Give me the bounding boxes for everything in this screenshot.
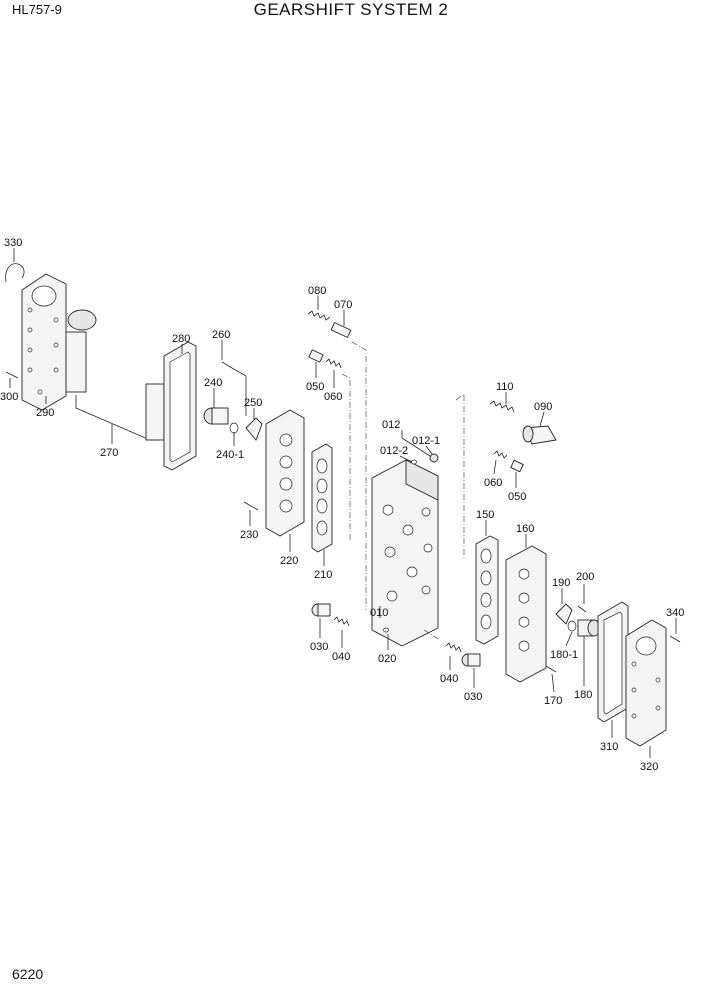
part-070-piston [330, 321, 352, 339]
callout-labels: 330 300 290 270 280 260 240 250 240-1 23… [0, 237, 684, 773]
part-200-screw [577, 605, 587, 613]
callout-200: 200 [576, 571, 594, 583]
part-180-plug [567, 619, 601, 637]
callout-070: 070 [334, 299, 352, 311]
page-title: GEARSHIFT SYSTEM 2 [253, 0, 449, 19]
callout-110: 110 [496, 381, 514, 393]
part-030-plunger-lower-left [311, 603, 331, 617]
callout-020: 020 [378, 653, 396, 665]
callout-090: 090 [534, 401, 552, 413]
part-320-end-cover [625, 619, 667, 747]
callout-310: 310 [600, 741, 618, 753]
part-060-spring-upper [325, 358, 342, 369]
part-240-plug [203, 407, 239, 434]
callout-050-right: 050 [508, 491, 526, 503]
callout-012: 012 [382, 419, 400, 431]
part-080-spring [307, 310, 331, 321]
callout-040-right: 040 [440, 673, 458, 685]
part-210-gasket [311, 443, 333, 553]
part-010-main-valve-body [371, 459, 439, 647]
callout-250: 250 [244, 397, 262, 409]
part-040-spring-lower-right [445, 642, 462, 653]
part-290-end-cover [21, 273, 67, 411]
part-060-spring-right [493, 450, 508, 459]
callout-240: 240 [204, 377, 222, 389]
part-330-clip [5, 263, 25, 283]
callout-012-2: 012-2 [380, 445, 408, 457]
callout-220: 220 [280, 555, 298, 567]
leader-lines [9, 248, 677, 758]
callout-050-upper: 050 [306, 381, 324, 393]
part-090-plug [522, 425, 557, 445]
callout-012-1: 012-1 [412, 435, 440, 447]
callout-030-left: 030 [310, 641, 328, 653]
callout-160: 160 [516, 523, 534, 535]
part-150-gasket [475, 535, 499, 645]
part-012-fitting [401, 437, 439, 465]
part-160-valve-body [505, 545, 547, 683]
part-170-screw [545, 665, 557, 673]
callout-180: 180 [574, 689, 592, 701]
callout-260: 260 [212, 329, 230, 341]
part-260-screw [221, 361, 247, 416]
part-050-plug-upper [308, 349, 324, 363]
callout-190: 190 [552, 577, 570, 589]
model-code: HL757-9 [12, 2, 62, 17]
callout-240-1: 240-1 [216, 449, 244, 461]
callout-010: 010 [370, 607, 388, 619]
callout-150: 150 [476, 509, 494, 521]
callout-170: 170 [544, 695, 562, 707]
part-300-screw [5, 371, 19, 379]
callout-290: 290 [36, 407, 54, 419]
callout-040-left: 040 [332, 651, 350, 663]
callout-230: 230 [240, 529, 258, 541]
part-270-wiring-harness [65, 309, 165, 441]
callout-060-right: 060 [484, 477, 502, 489]
part-040-spring-lower-left [333, 616, 350, 627]
part-020-ball [383, 627, 389, 633]
part-250-bracket [245, 417, 263, 441]
callout-280: 280 [172, 333, 190, 345]
callout-030-right: 030 [464, 691, 482, 703]
callout-180-1: 180-1 [550, 649, 578, 661]
callout-340: 340 [666, 607, 684, 619]
part-220-valve-body [265, 409, 305, 537]
part-340-screw [669, 635, 681, 643]
page-number: 6220 [12, 966, 44, 982]
part-050-plug-right [510, 459, 524, 473]
callout-270: 270 [100, 447, 118, 459]
callout-330: 330 [4, 237, 22, 249]
part-230-screw [243, 501, 259, 511]
part-310-gasket [597, 601, 629, 723]
callout-300: 300 [0, 391, 18, 403]
callout-210: 210 [314, 569, 332, 581]
part-110-spring [489, 400, 515, 413]
part-190-bracket [555, 603, 573, 625]
callout-080: 080 [308, 285, 326, 297]
part-030-plunger-lower-right [461, 653, 481, 667]
callout-060-upper: 060 [324, 391, 342, 403]
callout-320: 320 [640, 761, 658, 773]
part-280-gasket [163, 341, 197, 471]
